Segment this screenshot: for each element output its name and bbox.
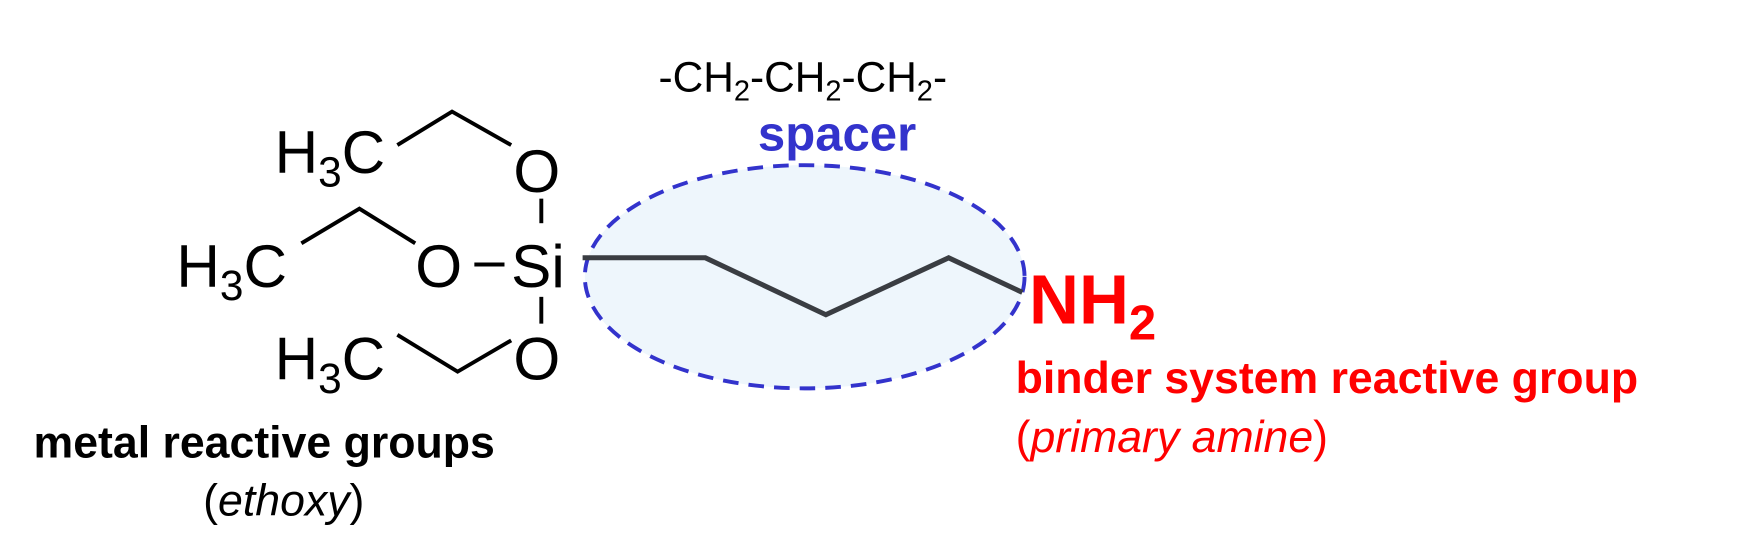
o-bot: O [513, 324, 560, 392]
h3c-mid: H3C [176, 232, 287, 309]
spacer-highlight-ellipse [582, 163, 1027, 391]
ethyl-bond-bot [396, 333, 513, 374]
o-mid: O [415, 232, 462, 300]
nh2-group: NH2 [1029, 261, 1156, 351]
h3c-bot: H3C [275, 324, 386, 401]
binder-label: binder system reactive group [1016, 354, 1638, 403]
ethyl-bond-top [396, 109, 513, 147]
spacer-label: spacer [758, 108, 916, 162]
h3c-top: H3C [275, 118, 386, 195]
propyl-chain [582, 255, 1024, 318]
binder-sublabel: (primary amine) [1016, 413, 1328, 462]
o-top: O [513, 137, 560, 205]
metal-sublabel: (ethoxy) [203, 477, 364, 526]
metal-label: metal reactive groups [34, 419, 495, 468]
spacer-formula: -CH2-CH2-CH2- [658, 54, 947, 108]
ethyl-bond-mid [300, 206, 417, 245]
si-atom: Si [511, 232, 565, 300]
